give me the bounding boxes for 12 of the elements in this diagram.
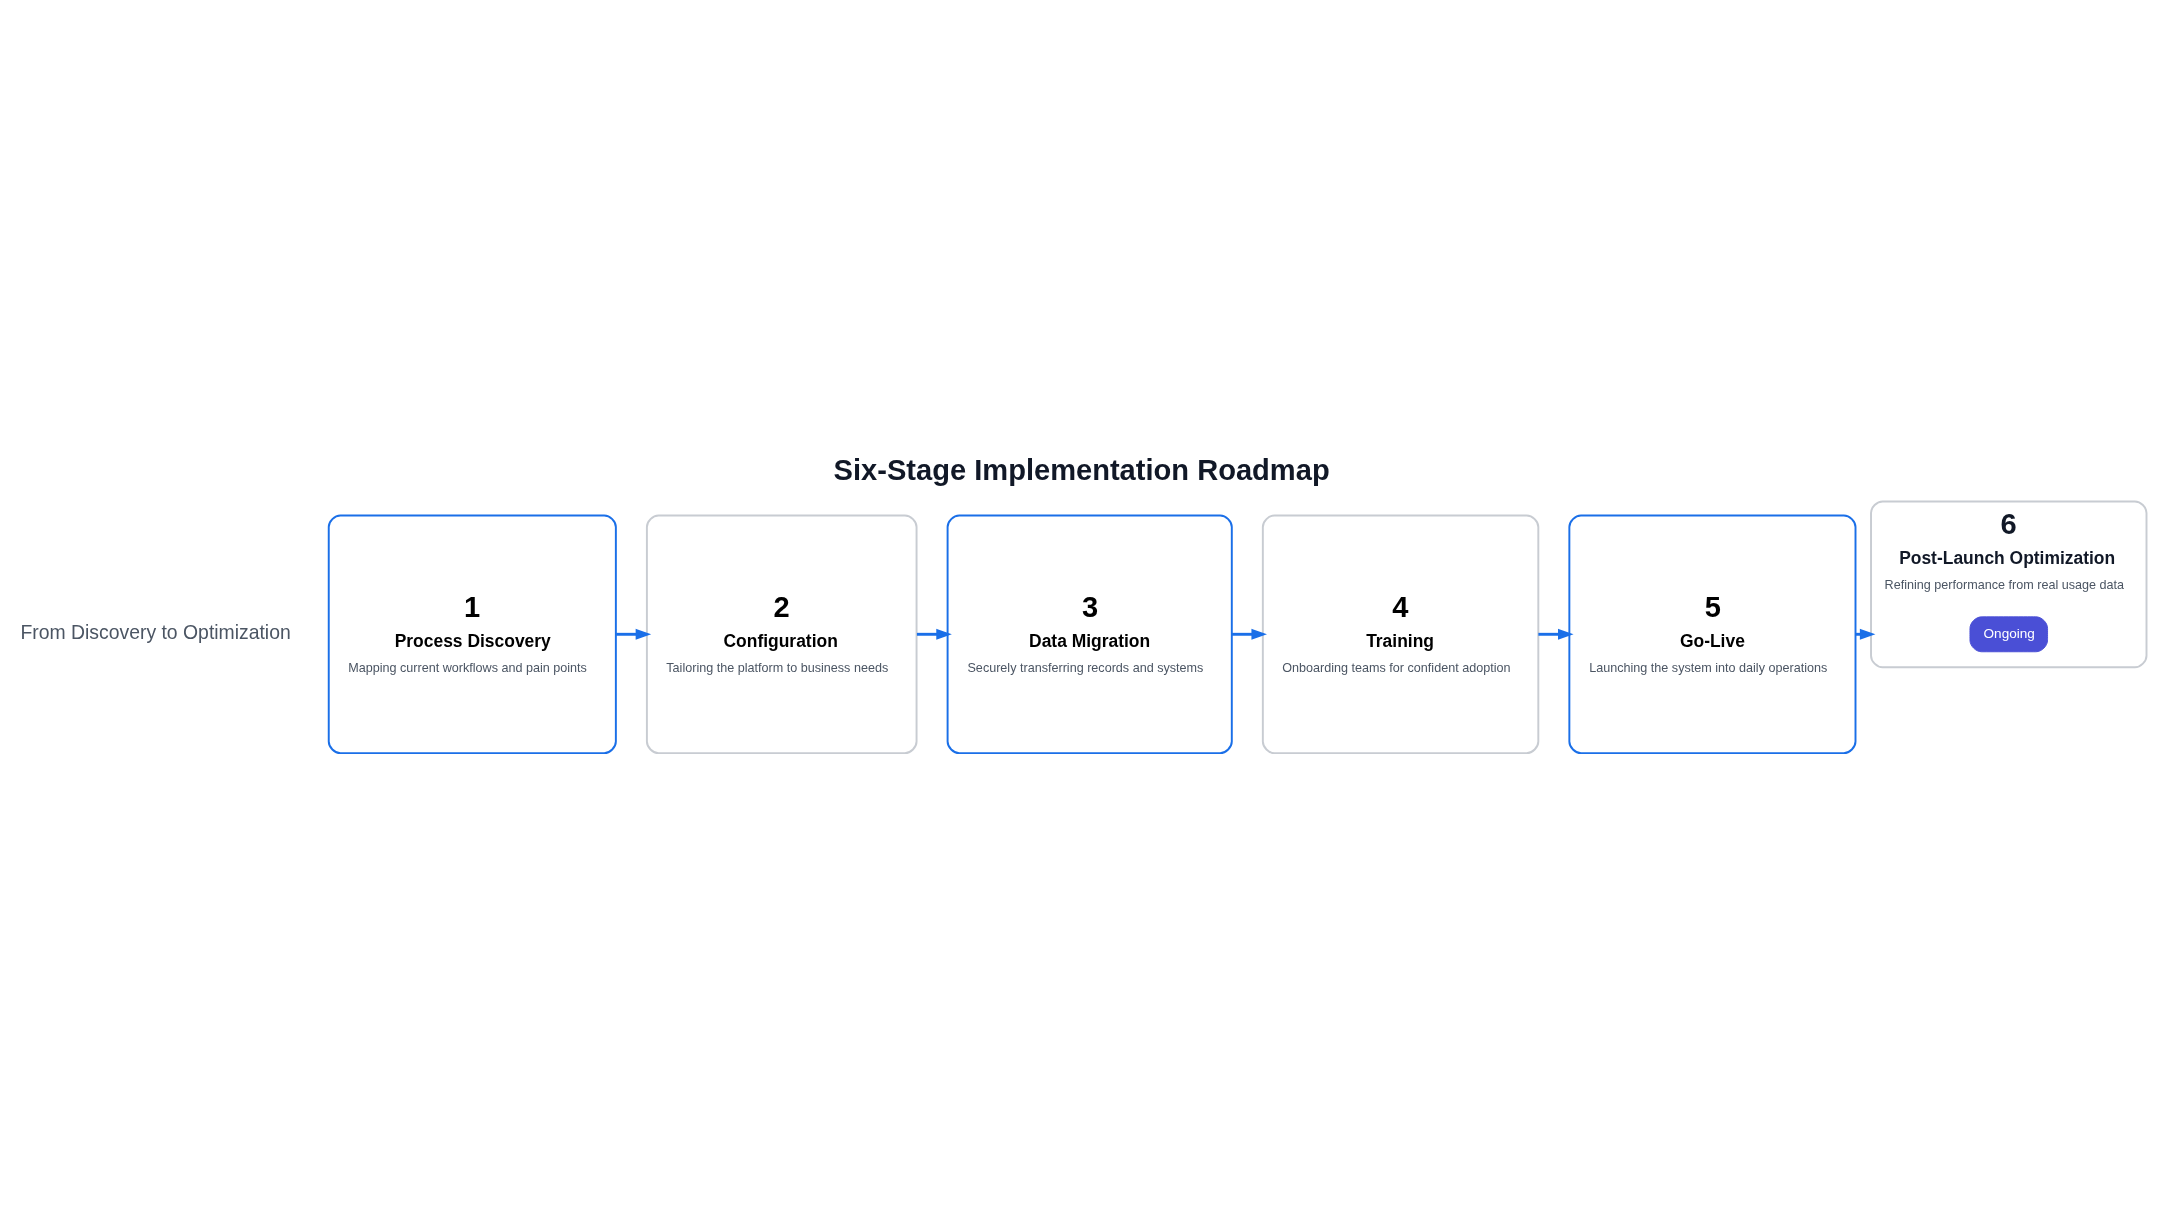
arrow [616, 628, 652, 640]
diagram-title: Six-Stage Implementation Roadmap [833, 453, 1330, 486]
node-box: 1 Process Discovery Mapping current workflows and pain points [327, 514, 617, 754]
arrow [1538, 628, 1574, 640]
node-box: 5 Go-Live Launching the system into daily operations [1568, 514, 1857, 754]
node-box: 3 Data Migration Securely transferring records and systems [946, 514, 1233, 754]
node-box: 4 Training Onboarding teams for confident adoption [1261, 514, 1540, 754]
arrow [1232, 628, 1267, 640]
node-box: Ongoing [1969, 615, 2049, 652]
node-box: 2 Configuration Tailoring the platform to business needs [645, 514, 918, 754]
arrow [916, 628, 952, 640]
label: From Discovery to Optimization [20, 620, 291, 643]
